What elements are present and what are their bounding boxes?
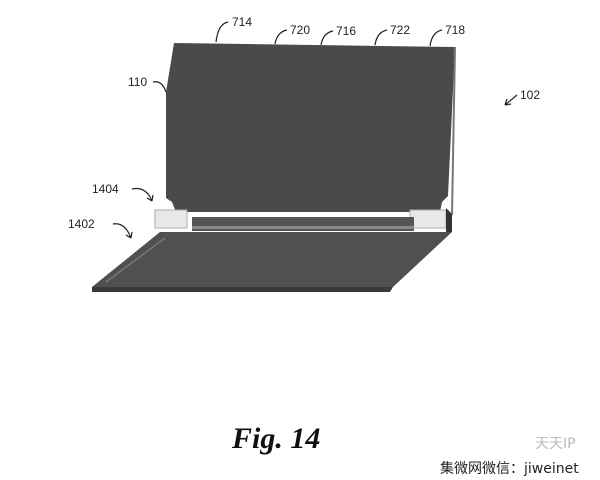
watermark-text: 集微网微信：jiweinet <box>440 460 579 477</box>
leader-722 <box>374 29 388 46</box>
base-front-edge <box>92 287 393 292</box>
hinge-left <box>154 209 188 229</box>
hinge-end-right <box>446 208 452 232</box>
display-right-edge <box>451 46 456 216</box>
leader-1402 <box>112 223 133 239</box>
label-714: 714 <box>232 15 252 29</box>
label-102: 102 <box>520 88 540 102</box>
leader-716 <box>320 30 334 46</box>
label-110: 110 <box>128 75 147 89</box>
leader-102 <box>504 94 518 106</box>
watermark-brand: 天天IP <box>535 436 576 452</box>
leader-1404 <box>131 187 154 202</box>
hinge-bar-highlight <box>192 226 414 229</box>
label-718: 718 <box>445 23 465 37</box>
leader-714 <box>215 21 229 43</box>
label-1404: 1404 <box>92 182 119 196</box>
display-panel <box>166 43 455 212</box>
base-inner-edge <box>105 237 166 283</box>
label-1402: 1402 <box>68 217 95 231</box>
leader-718 <box>429 29 443 47</box>
label-716: 716 <box>336 24 356 38</box>
label-722: 722 <box>390 23 410 37</box>
hinge-right <box>409 209 447 229</box>
leader-720 <box>274 29 288 45</box>
figure-caption: Fig. 14 <box>231 422 320 455</box>
label-720: 720 <box>290 23 310 37</box>
leader-110 <box>152 81 167 93</box>
keyboard-base <box>92 232 452 287</box>
